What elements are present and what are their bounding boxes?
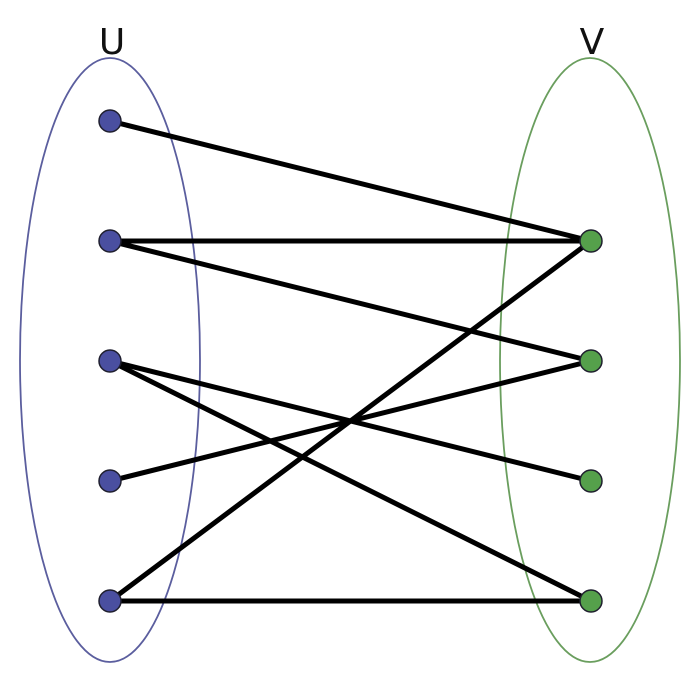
node-u3 bbox=[98, 349, 122, 373]
set-v-label: V bbox=[580, 22, 605, 63]
node-u5 bbox=[98, 589, 122, 613]
edge-u2-v2 bbox=[107, 238, 594, 364]
edge-u3-v4 bbox=[107, 358, 594, 604]
node-u1 bbox=[98, 109, 122, 133]
node-u4 bbox=[98, 469, 122, 493]
edge-u1-v1 bbox=[107, 118, 594, 244]
edge-u5-v1 bbox=[107, 238, 594, 604]
node-v2 bbox=[579, 349, 603, 373]
node-v4 bbox=[579, 589, 603, 613]
set-u-label: U bbox=[99, 22, 125, 63]
set-outlines bbox=[19, 57, 681, 663]
node-v3 bbox=[579, 469, 603, 493]
set-u-outline bbox=[19, 57, 201, 663]
nodes bbox=[98, 109, 603, 613]
edges bbox=[107, 118, 594, 604]
node-v1 bbox=[579, 229, 603, 253]
node-u2 bbox=[98, 229, 122, 253]
set-v-outline bbox=[499, 57, 681, 663]
